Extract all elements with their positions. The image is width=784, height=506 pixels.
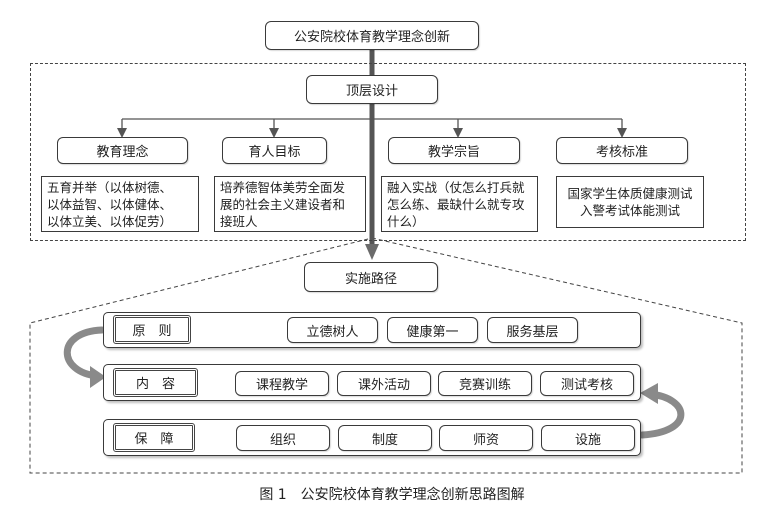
category-label: 教学宗旨 bbox=[427, 145, 480, 160]
principle-item: 健康第一 bbox=[387, 317, 478, 343]
top-design-dashed-region bbox=[30, 63, 746, 241]
category-description: 国家学生体质健康测试 入警考试体能测试 bbox=[556, 176, 704, 228]
curved-arrow-left bbox=[63, 326, 106, 380]
principles-label: 原 则 bbox=[113, 315, 191, 344]
principle-item: 服务基层 bbox=[487, 317, 578, 343]
curved-arrow-left-head bbox=[90, 366, 106, 388]
curved-arrow-right bbox=[638, 390, 685, 439]
category-label: 育人目标 bbox=[248, 145, 301, 160]
content-item: 课外活动 bbox=[337, 371, 431, 396]
support-label: 保 障 bbox=[113, 423, 195, 452]
support-item: 制度 bbox=[338, 425, 432, 451]
top-design-box: 顶层设计 bbox=[306, 75, 438, 104]
content-item: 测试考核 bbox=[540, 371, 634, 396]
category-teaching-aim: 教学宗旨 bbox=[388, 137, 520, 164]
category-description: 五育并举（以体树德、 以体益智、以体健体、 以体立美、以体促劳） bbox=[41, 176, 199, 232]
implementation-box: 实施路径 bbox=[304, 262, 438, 292]
category-label: 教育理念 bbox=[96, 145, 149, 160]
figure-caption: 图 1 公安院校体育教学理念创新思路图解 bbox=[259, 487, 525, 503]
category-assessment-standard: 考核标准 bbox=[556, 137, 688, 164]
implementation-dashed-outline bbox=[29, 237, 743, 474]
implementation-text: 实施路径 bbox=[344, 271, 397, 287]
support-item: 设施 bbox=[541, 425, 635, 451]
support-item: 师资 bbox=[439, 425, 533, 451]
content-item: 课程教学 bbox=[235, 371, 329, 396]
top-design-text: 顶层设计 bbox=[345, 84, 398, 99]
category-description: 培养德智体美劳全面发 展的社会主义建设者和 接班人 bbox=[214, 176, 366, 232]
title-text: 公安院校体育教学理念创新 bbox=[293, 30, 450, 45]
category-description: 融入实战（仗怎么打兵就 怎么练、最缺什么就专攻 什么） bbox=[381, 176, 538, 232]
category-education-philosophy: 教育理念 bbox=[57, 137, 188, 164]
category-label: 考核标准 bbox=[595, 145, 648, 160]
content-label: 内 容 bbox=[113, 368, 198, 397]
curved-arrow-right-head bbox=[640, 383, 658, 404]
principle-item: 立德树人 bbox=[287, 317, 378, 343]
category-training-goal: 育人目标 bbox=[222, 137, 327, 164]
content-item: 竞赛训练 bbox=[438, 371, 532, 396]
title-box: 公安院校体育教学理念创新 bbox=[265, 21, 479, 50]
support-item: 组织 bbox=[236, 425, 330, 451]
